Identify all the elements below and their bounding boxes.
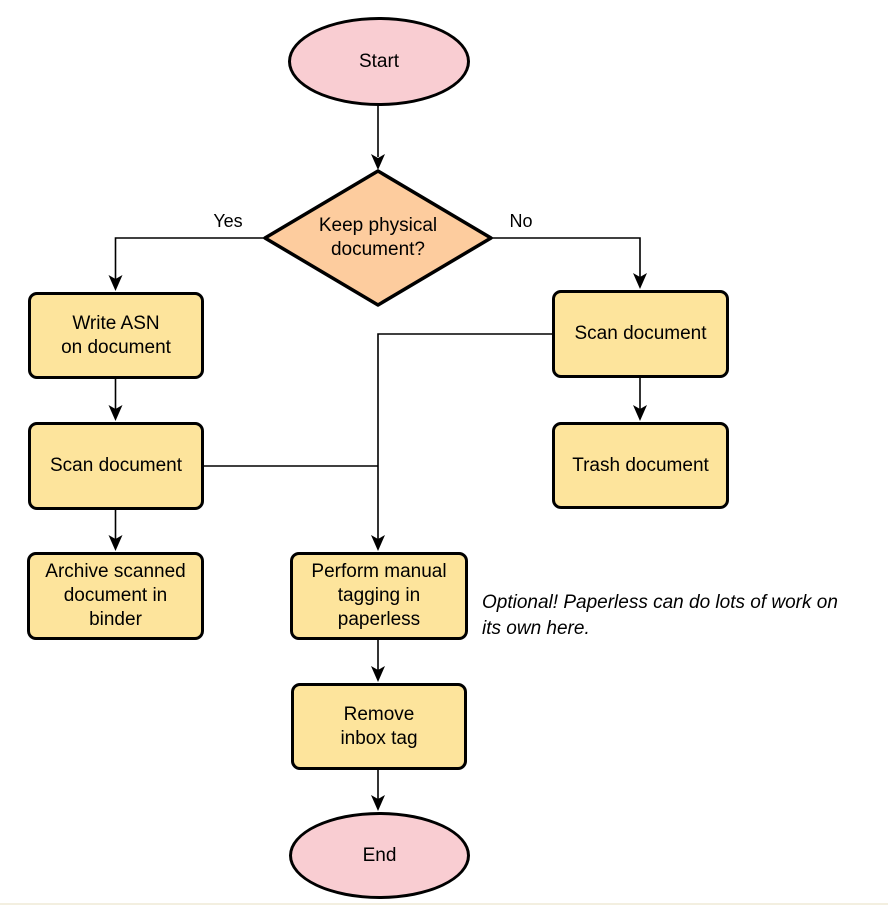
end-node-label: End (362, 844, 397, 866)
connector-write-asn-to-scan-document (108, 378, 123, 421)
end-node: End (289, 812, 470, 899)
process-node-trash-document-label: Trash document (572, 454, 709, 476)
process-node-scan-document-left-label: Scan document (49, 455, 183, 476)
process-node-archive-binder: Archive scanned document in binder (27, 552, 204, 640)
connector-tagging-to-remove-inbox (371, 640, 385, 682)
connector-remove-inbox-to-end (371, 769, 385, 811)
edge-label-no: No (509, 211, 533, 231)
edge-label-yes: Yes (213, 211, 243, 231)
process-node-write-asn-label: Write ASN on document (61, 312, 171, 358)
start-node-label: Start (358, 50, 400, 72)
process-node-scan-document-right-label: Scan document (574, 323, 707, 344)
process-node-scan-document-left: Scan document (28, 422, 204, 510)
start-node: Start (288, 17, 470, 106)
connector-scan-document-to-archive (108, 510, 123, 551)
decision-diamond-shape (263, 169, 493, 307)
decision-node-keep-physical-document: Keep physical document? (280, 206, 476, 270)
process-node-manual-tagging: Perform manual tagging in paperless (290, 552, 468, 640)
process-node-scan-document-right: Scan document (552, 290, 729, 378)
process-node-trash-document: Trash document (552, 422, 729, 509)
decision-node-label: Keep physical document? (318, 215, 438, 260)
connector-decision-no-to-scan-document (490, 237, 647, 289)
process-node-remove-inbox-tag-label: Remove inbox tag (340, 703, 418, 749)
connector-start-to-decision (371, 105, 385, 170)
page-bottom-divider (0, 903, 888, 905)
process-node-archive-binder-label: Archive scanned document in binder (45, 561, 186, 630)
process-node-manual-tagging-label: Perform manual tagging in paperless (311, 561, 447, 630)
connector-scan-right-to-tagging (371, 333, 552, 551)
process-node-write-asn: Write ASN on document (28, 292, 204, 379)
connector-decision-yes-to-write-asn (108, 237, 265, 291)
connector-scan-document-to-trash (633, 378, 647, 421)
annotation-note-optional: Optional! Paperless can do lots of work … (482, 592, 838, 639)
process-node-remove-inbox-tag: Remove inbox tag (291, 683, 467, 770)
